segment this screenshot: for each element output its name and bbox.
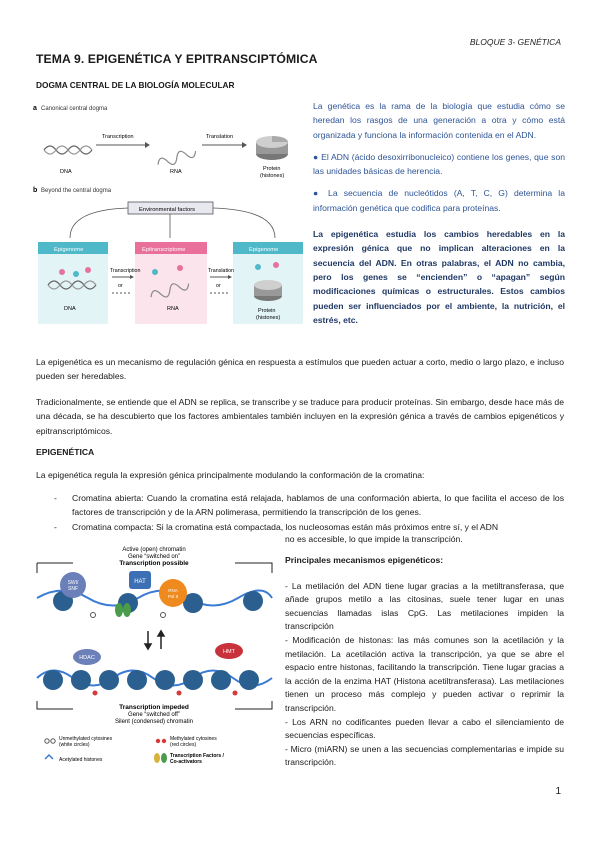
svg-text:Co-activators: Co-activators [170,759,202,765]
epigenetics-definition: La epigenética estudia los cambios hered… [313,229,565,325]
hat-icon [129,571,151,589]
epitranscriptome-label: Epitranscriptome [142,247,186,253]
section-subtitle: DOGMA CENTRAL DE LA BIOLOGÍA MOLECULAR [36,80,235,90]
figure-b-label: b [33,187,37,194]
chromatin-list: - Cromatina abierta: Cuando la cromatina… [54,491,564,534]
svg-text:or: or [118,283,123,289]
epitranscriptome-header [135,242,207,254]
section-heading-epigenetica: EPIGENÉTICA [36,447,95,457]
svg-text:RNA: RNA [167,306,179,312]
page-number: 1 [555,786,561,797]
protein-label: Protein [263,166,280,172]
hdac-icon [73,649,101,665]
epigenome-header [38,242,108,254]
figure-a-title: Canonical central dogma [41,106,108,112]
dna-label: DNA [60,169,72,175]
mechanism-dna-methylation: - La metilación del ADN tiene lugar grac… [285,580,564,632]
environmental-label: Environmental factors [139,207,195,213]
svg-text:Transcription: Transcription [110,268,140,274]
list-item: - Cromatina compacta: Si la cromatina es… [54,521,499,532]
equilibrium-arrows-icon [143,629,166,651]
intro-nucleotide-bullet: ● La secuencia de nucleótidos (A, T, C, … [313,188,565,213]
svg-text:HDAC: HDAC [79,655,95,661]
svg-text:DNA: DNA [64,306,76,312]
svg-text:HAT: HAT [134,579,146,585]
svg-text:SWI/: SWI/ [68,580,79,586]
translation-label: Translation [206,134,233,140]
svg-text:Transcription Factors /: Transcription Factors / [170,753,225,759]
svg-text:(white circles): (white circles) [59,742,90,748]
svg-text:Protein: Protein [258,308,275,314]
swi-snf-icon [60,572,86,598]
page-title: TEMA 9. EPIGENÉTICA Y EPITRANSCIPTÓMICA [36,52,318,66]
svg-text:Gene “switched off”: Gene “switched off” [128,712,180,718]
histone-protein-icon [256,136,288,160]
svg-text:Gene “switched on”: Gene “switched on” [128,554,180,560]
open-chromatin-text: Cromatina abierta: Cuando la cromatina e… [72,493,564,518]
epigenome-dna-icon [47,280,97,290]
hmt-icon [215,643,243,659]
transcription-label: Transcription [102,134,134,140]
figure-legend: Unmethylated cytosines (white circles) M… [44,736,225,765]
svg-text:(histones): (histones) [256,315,280,321]
histones-label: (histones) [260,173,284,179]
mechanism-mirna: - Micro (miARN) se unen a las secuencias… [285,743,564,768]
central-dogma-figure: a Canonical central dogma DNA Transcript… [30,100,305,332]
rna-pol-icon [159,579,187,607]
paragraph-chromatin: La epigenética regula la expresión génic… [36,470,425,480]
intro-column: La genética es la rama de la biología qu… [313,99,565,335]
figure-a-label: a [33,105,37,112]
mechanism-noncoding-rna: - Los ARN no codificantes pueden llevar … [285,716,564,741]
svg-text:Translation: Translation [208,268,234,274]
svg-text:(red circles): (red circles) [170,742,196,748]
mechanisms-section: Principales mecanismos epigenéticos: - L… [285,554,564,770]
svg-text:HMT: HMT [223,649,236,655]
intro-dna-bullet: ● El ADN (ácido desoxirribonucleico) con… [313,151,565,177]
paragraph-traditional: Tradicionalmente, se entiende que el ADN… [36,397,564,436]
rna-label: RNA [170,169,182,175]
histone-cluster-compact [43,670,259,690]
block-header: BLOQUE 3- GENÉTICA [469,37,561,47]
svg-text:Transcription possible: Transcription possible [119,560,189,567]
mechanisms-heading: Principales mecanismos epigenéticos: [285,555,444,565]
figure-b-title: Beyond the central dogma [41,188,112,194]
paragraph-regulation: La epigenética es un mecanismo de regula… [36,357,564,382]
svg-text:Unmethylated cytosines: Unmethylated cytosines [59,736,113,742]
rna-strand-icon [157,150,197,165]
svg-text:RNA: RNA [168,588,178,593]
epitranscriptome-rna-icon [150,283,190,298]
dna-helix-icon [43,145,93,155]
svg-text:Transcription impeded: Transcription impeded [119,704,189,711]
svg-text:Active (open) chromatin: Active (open) chromatin [122,547,185,553]
epigenome-histone-icon [254,280,282,301]
svg-text:Acetylated histones: Acetylated histones [59,757,103,763]
svg-text:or: or [216,283,221,289]
svg-text:Pol II: Pol II [168,594,178,599]
svg-text:Epigenome: Epigenome [249,247,278,253]
epigenome-label: Epigenome [54,247,83,253]
svg-text:Methylated cytosines: Methylated cytosines [170,736,217,742]
svg-text:Silent (condensed) chromatin: Silent (condensed) chromatin [115,719,193,725]
mechanism-histone-modification: - Modificación de histonas: las más comu… [285,634,564,713]
list-item: - Cromatina abierta: Cuando la cromatina… [54,493,564,518]
svg-text:SNF: SNF [68,586,78,592]
chromatin-figure: Active (open) chromatin Gene “switched o… [33,543,276,781]
compact-chromatin-text: Cromatina compacta: Si la cromatina está… [72,521,499,532]
intro-genetics: La genética es la rama de la biología qu… [313,101,565,140]
compact-chromatin-continuation: no es accesible, lo que impide la transc… [285,534,463,544]
